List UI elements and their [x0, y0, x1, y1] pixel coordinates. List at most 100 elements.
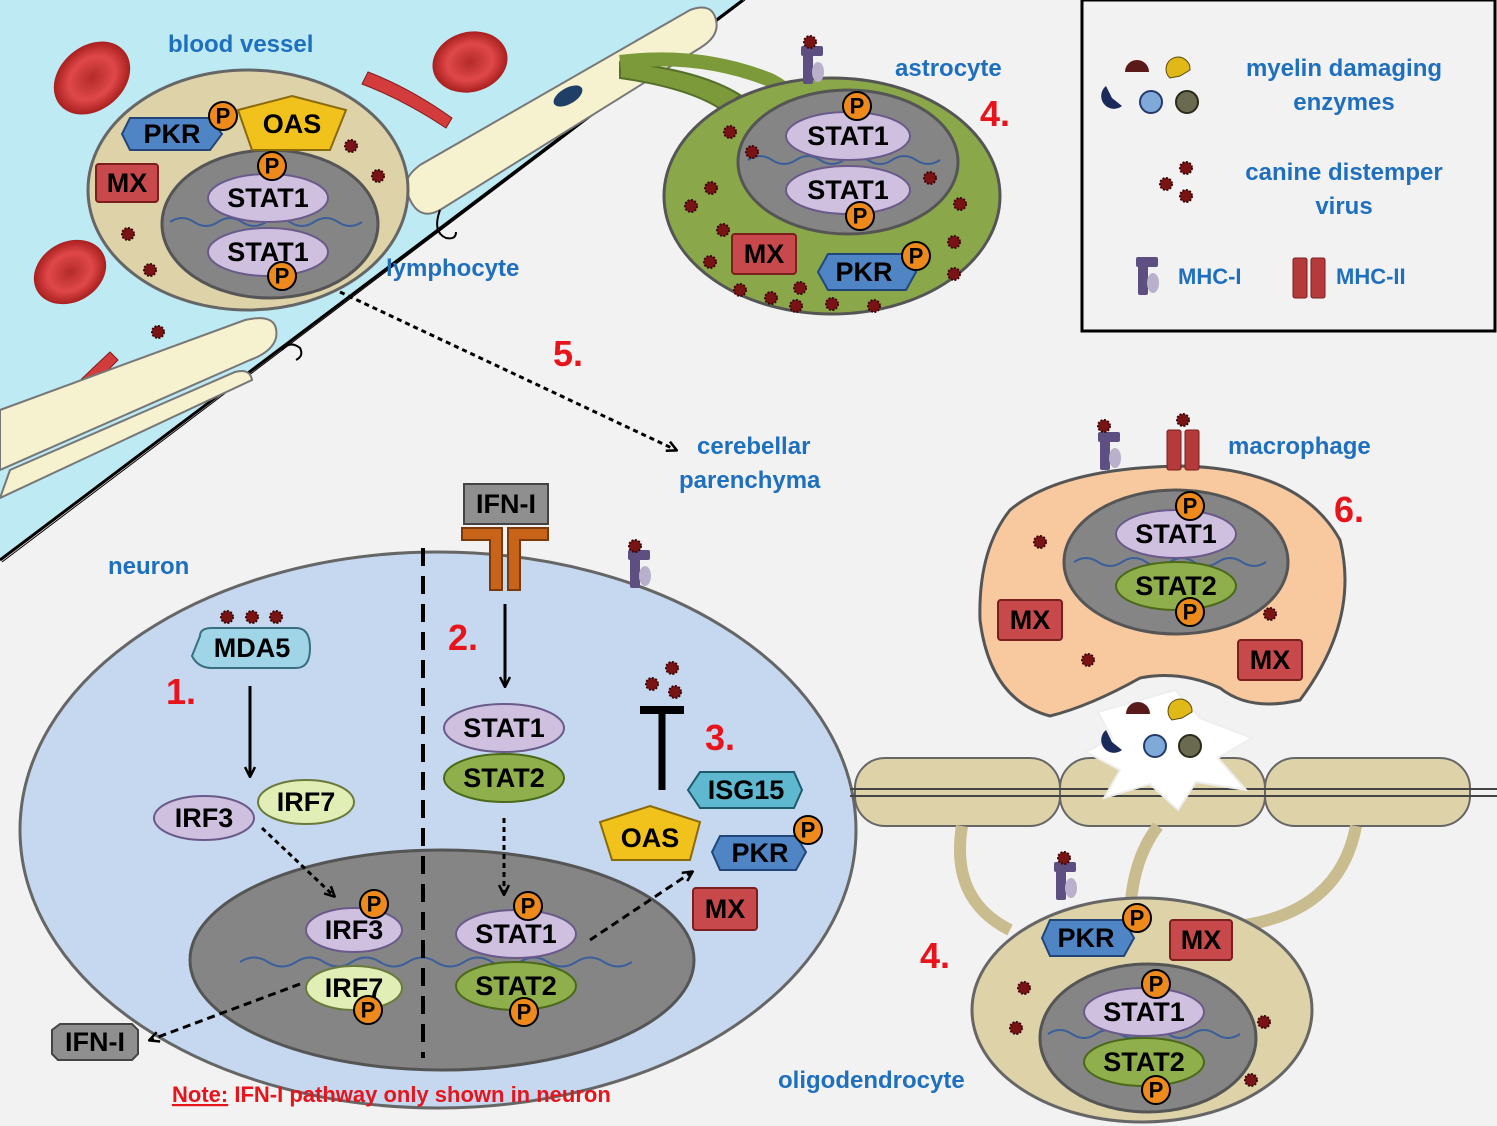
p-shape [793, 815, 823, 845]
stat1-label: STAT1 [1135, 519, 1217, 549]
p-label: P [850, 94, 865, 119]
pkr-label: PKR [731, 838, 788, 868]
rbc-side [361, 71, 453, 129]
oas-label: OAS [621, 823, 680, 853]
p-shape [267, 261, 297, 291]
mda5-label: MDA5 [214, 633, 291, 663]
rbc [53, 41, 131, 115]
p-label: P [1149, 972, 1164, 997]
step-1: 1. [166, 671, 196, 712]
p-shape [1141, 969, 1171, 999]
mda5-shape [190, 627, 312, 669]
ifn-out-label: IFN-I [65, 1027, 125, 1057]
isg15-shape [686, 771, 804, 809]
step-6: 6. [1334, 489, 1364, 530]
mx-shape [1169, 919, 1233, 961]
p-shape [1122, 903, 1152, 933]
stat2-label: STAT2 [1135, 571, 1217, 601]
p-label: P [1130, 906, 1145, 931]
label-lymphocyte: lymphocyte [386, 255, 519, 282]
label-macrophage: macrophage [1228, 433, 1371, 460]
step-4-oligo: 4. [920, 935, 950, 976]
stat1-label: STAT1 [475, 919, 557, 949]
legend-text: myelin damaging enzymes canine distemper… [1178, 55, 1443, 289]
p-label: P [216, 104, 231, 129]
legend-virus-line1: canine distemper [1245, 159, 1442, 186]
irf3-label: IRF3 [325, 915, 384, 945]
enzyme-cluster-burst [1101, 698, 1202, 758]
mhc2-macrophage [1166, 429, 1200, 471]
mx-shape [95, 163, 159, 203]
ifn-in-label: IFN-I [476, 489, 536, 519]
p-shape [353, 995, 383, 1025]
pkr-label: PKR [143, 119, 200, 149]
mx-label: MX [1010, 605, 1051, 635]
oas-label: OAS [263, 109, 322, 139]
mx-shape [1237, 639, 1303, 681]
p-shape [842, 91, 872, 121]
arrow-irf [260, 826, 334, 896]
stat2-label: STAT2 [463, 763, 545, 793]
label-astrocyte: astrocyte [895, 55, 1002, 82]
mhc1-astrocyte [801, 46, 824, 84]
p-label: P [801, 818, 816, 843]
pkr-label: PKR [835, 257, 892, 287]
ifn-in-shape [463, 483, 549, 525]
mx-shape [731, 233, 797, 275]
oas-shape [236, 94, 348, 151]
mx-label: MX [744, 239, 785, 269]
note-prefix: Note: [172, 1082, 228, 1107]
arrow-ifn-out [150, 982, 301, 1040]
p-shape [901, 241, 931, 271]
neuron-cell [18, 548, 858, 1110]
cell-labels: blood vessel lymphocyte astrocyte cerebe… [108, 31, 1371, 1094]
p-shape [208, 101, 238, 131]
p-shape [845, 201, 875, 231]
mx-label: MX [1181, 925, 1222, 955]
stat2-label: STAT2 [1103, 1047, 1185, 1077]
stat1-label: STAT1 [463, 713, 545, 743]
arrow-isg [589, 872, 692, 942]
ifn-receptor [461, 527, 549, 591]
legend-virus-line2: virus [1315, 193, 1372, 220]
arrow-step5 [339, 290, 676, 450]
p-label: P [275, 264, 290, 289]
rbc [432, 31, 508, 93]
mx-label: MX [705, 894, 746, 924]
stat1-label: STAT1 [227, 237, 309, 267]
stat2-shape [443, 753, 565, 803]
label-cerebellar: cerebellar [697, 433, 810, 460]
oas-shape [598, 804, 702, 861]
stat1-label: STAT1 [807, 175, 889, 205]
p-label: P [265, 154, 280, 179]
p-label: P [367, 892, 382, 917]
label-parenchyma: parenchyma [679, 467, 821, 494]
p-label: P [1183, 600, 1198, 625]
irf3-label: IRF3 [175, 803, 234, 833]
p-shape [1141, 1075, 1171, 1105]
irf7-label: IRF7 [277, 787, 336, 817]
p-label: P [1183, 494, 1198, 519]
enzymes [1101, 56, 1202, 758]
mhc1-oligo [1054, 862, 1077, 900]
label-blood-vessel: blood vessel [168, 31, 313, 58]
mhc1-legend [1136, 257, 1159, 295]
stat1-label: STAT1 [1103, 997, 1185, 1027]
p-shape [509, 997, 539, 1027]
legend-enzymes-line2: enzymes [1293, 89, 1394, 116]
note-text: IFN-I pathway only shown in neuron [228, 1082, 611, 1107]
mx-label: MX [107, 168, 148, 198]
isg15-label: ISG15 [708, 775, 785, 805]
stat2-label: STAT2 [475, 971, 557, 1001]
p-shape [257, 151, 287, 181]
protein-labels: PKR OAS MX STAT1 STAT1 P P P STAT1 STAT1… [65, 94, 1290, 1103]
mx-label: MX [1250, 645, 1291, 675]
mhc1-neuron [628, 550, 651, 588]
irf7-shape [257, 779, 355, 825]
step-2: 2. [448, 617, 478, 658]
p-label: P [1149, 1078, 1164, 1103]
label-oligodendrocyte: oligodendrocyte [778, 1067, 965, 1094]
arrows [150, 290, 692, 1040]
mhc1-macrophage [1098, 432, 1121, 470]
